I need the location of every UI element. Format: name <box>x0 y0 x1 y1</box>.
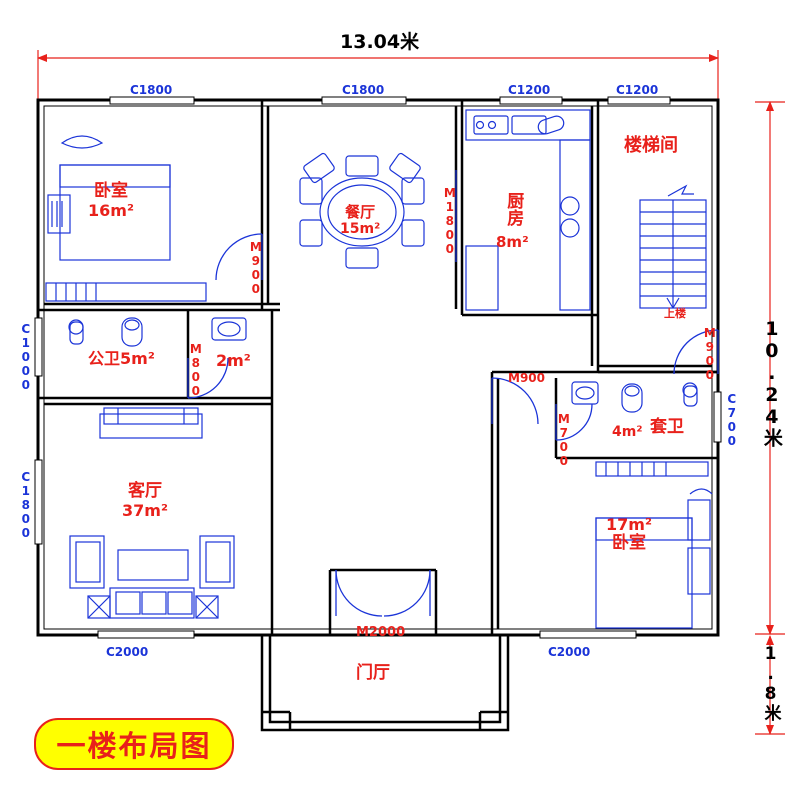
door-label-m2000-entry: M2000 <box>356 625 406 640</box>
window-label-c700: C700 <box>724 392 739 448</box>
window-label-c2000-bedroom: C2000 <box>548 645 591 659</box>
window-label-c1800-dining: C1800 <box>342 83 385 97</box>
door-label-m1800-dining: M1800 <box>442 186 457 256</box>
window-label-c2000-living: C2000 <box>106 645 149 659</box>
room-area: 37m² <box>122 500 168 520</box>
window-label-c1200-kitchen: C1200 <box>508 83 551 97</box>
window-label-c1200-stair: C1200 <box>616 83 659 97</box>
room-label-storage-2: 2m² <box>216 351 251 370</box>
dimension-top-overall: 13.04米 <box>340 31 420 53</box>
title-badge: 一楼布局图 <box>34 718 234 770</box>
room-label-ensuite-area: 4m² <box>612 424 643 440</box>
dimension-right-overall: 10.24米 <box>760 318 783 447</box>
room-area: 5m² <box>120 349 155 368</box>
room-area: 15m² <box>340 221 381 238</box>
room-label-bedroom-17: 17m² 卧室 <box>606 515 652 554</box>
window-label-c1800-living: C1800 <box>18 470 33 540</box>
room-name: 厨房 <box>503 192 524 226</box>
room-name: 客厅 <box>127 481 162 501</box>
door-label-m900-stair: M900 <box>702 326 717 382</box>
room-label-kitchen: 厨房 8m² <box>496 192 529 251</box>
door-label-m800-bath: M800 <box>188 342 203 398</box>
room-name: 餐厅 <box>345 203 376 221</box>
door-label-m700-ensuite: M700 <box>556 412 571 468</box>
room-label-entry-hall: 门厅 <box>356 663 390 683</box>
room-label-bedroom-16: 卧室 16m² <box>88 181 134 220</box>
room-label-living: 客厅 37m² <box>122 481 168 520</box>
room-name: 卧室 <box>93 181 128 201</box>
room-name: 公卫 <box>88 349 121 368</box>
window-label-c1000: C1000 <box>18 322 33 392</box>
room-area: 8m² <box>496 232 529 251</box>
room-label-stairwell: 楼梯间 <box>624 135 678 156</box>
room-label-dining: 餐厅 15m² <box>340 203 381 238</box>
room-label-public-bath: 公卫5m² <box>88 349 155 368</box>
stair-direction-label: 上楼 <box>664 307 686 320</box>
room-area: 17m² <box>606 515 652 534</box>
room-area: 16m² <box>88 200 134 220</box>
door-label-m900-bedroom1: M900 <box>248 240 263 296</box>
window-label-c1800-left: C1800 <box>130 83 173 97</box>
door-label-m900-bedroom2: M900 <box>508 371 545 385</box>
room-label-ensuite: 套卫 <box>650 417 684 437</box>
dimension-right-porch: 1.8米 <box>760 644 781 721</box>
title-badge-text: 一楼布局图 <box>56 729 212 763</box>
room-name: 卧室 <box>611 533 646 554</box>
